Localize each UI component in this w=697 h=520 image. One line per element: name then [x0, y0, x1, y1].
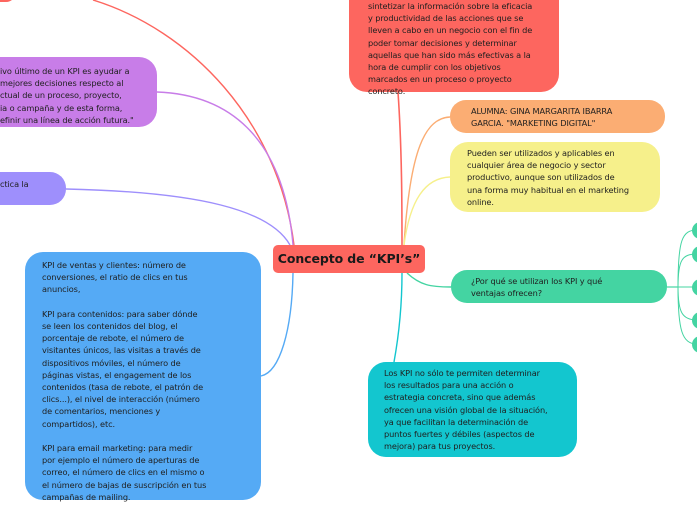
node-applicability[interactable]: Pueden ser utilizados y aplicables en cu…: [450, 142, 660, 212]
node-text: ivo último de un KPI es ayudar a mejores…: [0, 66, 134, 125]
node-text: sintetizar la información sobre la efica…: [368, 1, 533, 97]
green-child-node-4[interactable]: [692, 312, 697, 329]
node-text: KPI de ventas y clientes: número de conv…: [42, 260, 207, 502]
node-kpi-benefits[interactable]: Los KPI no sólo te permiten determinar l…: [368, 362, 577, 457]
node-text: ALUMNA: GINA MARGARITA IBARRA GARCIA. "M…: [471, 106, 613, 129]
green-child-node-3[interactable]: [692, 279, 697, 296]
node-kpi-definition[interactable]: sintetizar la información sobre la efica…: [349, 0, 559, 96]
node-text: Pueden ser utilizados y aplicables en cu…: [467, 148, 629, 207]
central-topic[interactable]: Concepto de “KPI’s”: [273, 245, 425, 273]
node-kpi-practice[interactable]: ctica la: [0, 172, 66, 205]
partial-red-node[interactable]: [0, 0, 16, 2]
node-kpi-types[interactable]: KPI de ventas y clientes: número de conv…: [25, 252, 261, 502]
green-child-node-5[interactable]: [692, 336, 697, 353]
node-text: ctica la: [0, 179, 29, 189]
green-child-node-1[interactable]: [692, 222, 697, 239]
node-text: Los KPI no sólo te permiten determinar l…: [384, 368, 548, 452]
node-author[interactable]: ALUMNA: GINA MARGARITA IBARRA GARCIA. "M…: [450, 100, 665, 133]
node-kpi-objective[interactable]: ivo último de un KPI es ayudar a mejores…: [0, 57, 157, 127]
central-topic-label: Concepto de “KPI’s”: [277, 251, 421, 266]
node-why-use-kpi[interactable]: ¿Por qué se utilizan los KPI y qué venta…: [451, 270, 667, 303]
node-text: ¿Por qué se utilizan los KPI y qué venta…: [471, 276, 603, 299]
green-child-node-2[interactable]: [692, 246, 697, 263]
